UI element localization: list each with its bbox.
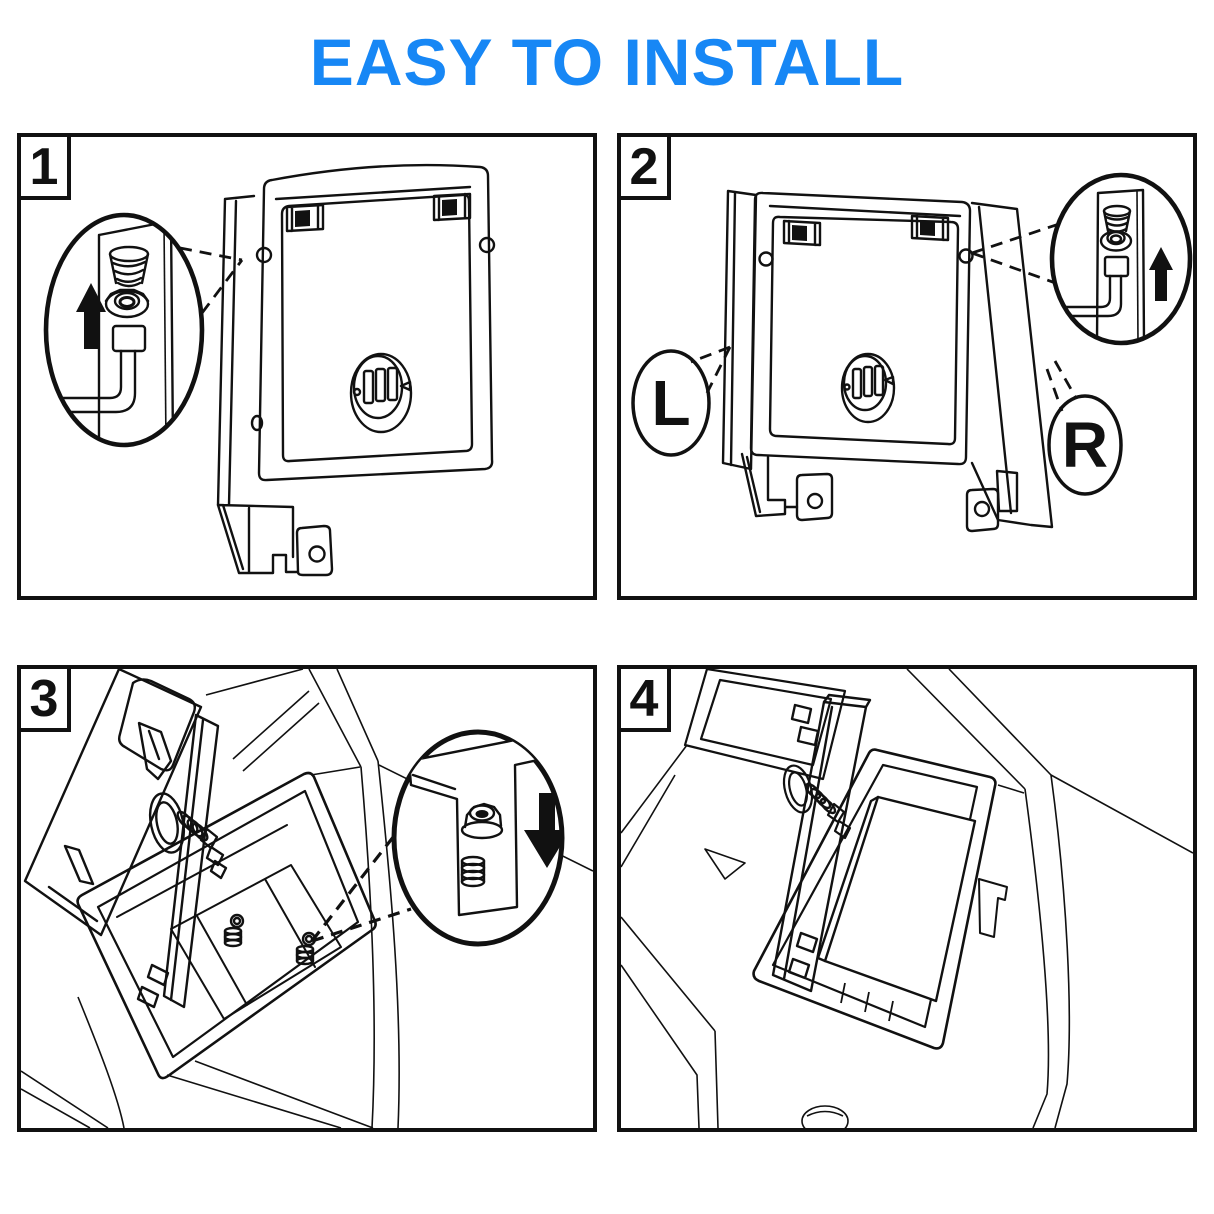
latch-left	[285, 203, 325, 233]
left-side-callout: L	[631, 349, 711, 457]
step-number: 3	[29, 669, 59, 728]
mounting-bolt	[223, 913, 245, 948]
panel-step-3: 3	[17, 665, 597, 1132]
leader-lines	[690, 220, 1078, 412]
car-console-illustration	[21, 669, 593, 1128]
step-2-illustration: L R	[631, 172, 1193, 533]
mounting-bolt	[295, 931, 317, 966]
step-number-badge: 3	[21, 669, 71, 732]
lock-cylinder	[148, 792, 228, 880]
left-label: L	[651, 367, 690, 439]
installed-vault-panel	[816, 795, 977, 1003]
screw-icon	[1102, 204, 1132, 233]
combination-dial	[840, 352, 896, 424]
car-console-illustration	[621, 669, 1193, 1128]
step-4-illustration	[621, 669, 1193, 1128]
step-number: 1	[29, 137, 59, 196]
step-number-badge: 2	[621, 137, 671, 200]
combination-dial	[349, 352, 413, 434]
panel-step-2: L R	[617, 133, 1197, 600]
leader-lines	[310, 826, 412, 943]
flange-nut-icon	[1099, 230, 1133, 252]
magnifier-callout	[43, 212, 205, 448]
step-number: 4	[629, 669, 659, 728]
page-title: EASY TO INSTALL	[309, 25, 905, 99]
panel-step-1: 1	[17, 133, 597, 600]
latch-right	[432, 192, 472, 222]
console-safe-illustration	[216, 163, 496, 577]
flange-nut-icon	[104, 288, 150, 319]
screw-icon	[108, 245, 150, 288]
arrow-down-icon	[524, 793, 562, 868]
step-1-illustration	[43, 163, 496, 577]
lock-cylinder	[782, 764, 852, 840]
right-label: R	[1062, 409, 1108, 481]
leader-lines	[179, 246, 244, 314]
step-number-badge: 4	[621, 669, 671, 732]
flange-nut-icon	[460, 802, 504, 840]
panel-step-4: 4	[617, 665, 1197, 1132]
threaded-stud-icon	[460, 855, 486, 888]
magnifier-callout	[391, 729, 565, 947]
arrow-up-icon	[1149, 247, 1173, 301]
latch-left	[782, 219, 822, 247]
right-side-callout: R	[1047, 394, 1123, 496]
step-3-illustration	[21, 669, 593, 1128]
latch-right	[910, 214, 950, 242]
steps-grid: 1	[17, 133, 1197, 1132]
arrow-up-icon	[76, 283, 106, 349]
step-number-badge: 1	[21, 137, 71, 200]
console-safe-illustration	[721, 189, 1054, 533]
step-number: 2	[629, 137, 659, 196]
magnifier-callout	[1049, 172, 1193, 346]
